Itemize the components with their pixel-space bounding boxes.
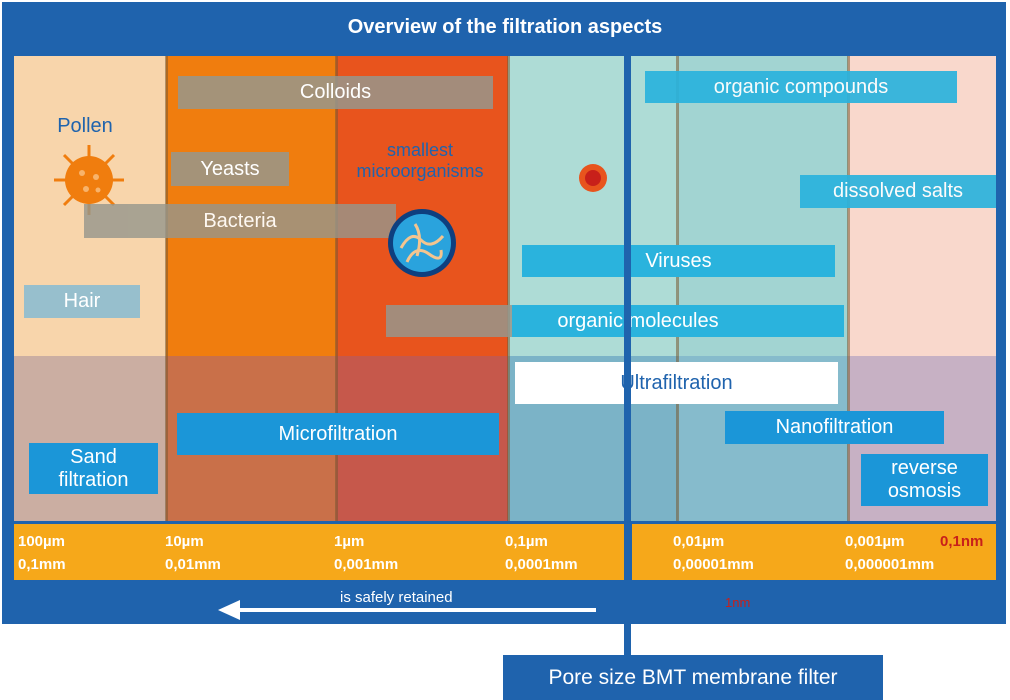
- divider-1um: [335, 56, 338, 521]
- divider-0-1um: [507, 56, 510, 521]
- retention-arrow-icon: [218, 600, 596, 620]
- virus-dot-icon: [579, 164, 607, 192]
- label-nanofiltration: Nanofiltration: [725, 411, 944, 444]
- scale-bar-left: [14, 524, 626, 580]
- label-viruses: Viruses: [522, 245, 835, 277]
- label-organic-molecules-gray-extent: [386, 305, 512, 337]
- label-microfiltration: Microfiltration: [177, 413, 499, 455]
- label-sand-filtration: Sand filtration: [29, 443, 158, 494]
- label-reverse-osmosis: reverse osmosis: [861, 454, 988, 506]
- label-pollen: Pollen: [57, 114, 113, 137]
- divider-0-01um: [676, 56, 679, 521]
- divider-10um: [165, 56, 168, 521]
- pollen-icon: [54, 145, 124, 215]
- label-dissolved-salts: dissolved salts: [800, 175, 996, 208]
- pore-size-label: Pore size BMT membrane filter: [503, 655, 883, 700]
- label-organic-compounds: organic compounds: [645, 71, 957, 103]
- label-smallest-microorganisms: smallest microorganisms: [356, 140, 484, 181]
- label-ultrafiltration: Ultrafiltration: [515, 362, 838, 404]
- microorganism-icon: [388, 209, 456, 277]
- pore-size-line: [624, 56, 631, 656]
- arrow-label: is safely retained: [340, 589, 453, 606]
- label-organic-molecules: organic molecules: [512, 305, 844, 337]
- divider-0-001um: [847, 56, 850, 521]
- label-yeasts: Yeasts: [171, 152, 289, 186]
- scale-bar-right: [632, 524, 996, 580]
- nm-marker: 1nm: [725, 595, 751, 610]
- diagram-title: Overview of the filtration aspects: [347, 16, 663, 38]
- label-colloids: Colloids: [178, 76, 493, 109]
- label-bacteria: Bacteria: [84, 204, 396, 238]
- band-sand-lower: [14, 356, 166, 521]
- label-hair: Hair: [24, 285, 140, 318]
- tick-0-1nm: 0,1nm: [940, 533, 984, 550]
